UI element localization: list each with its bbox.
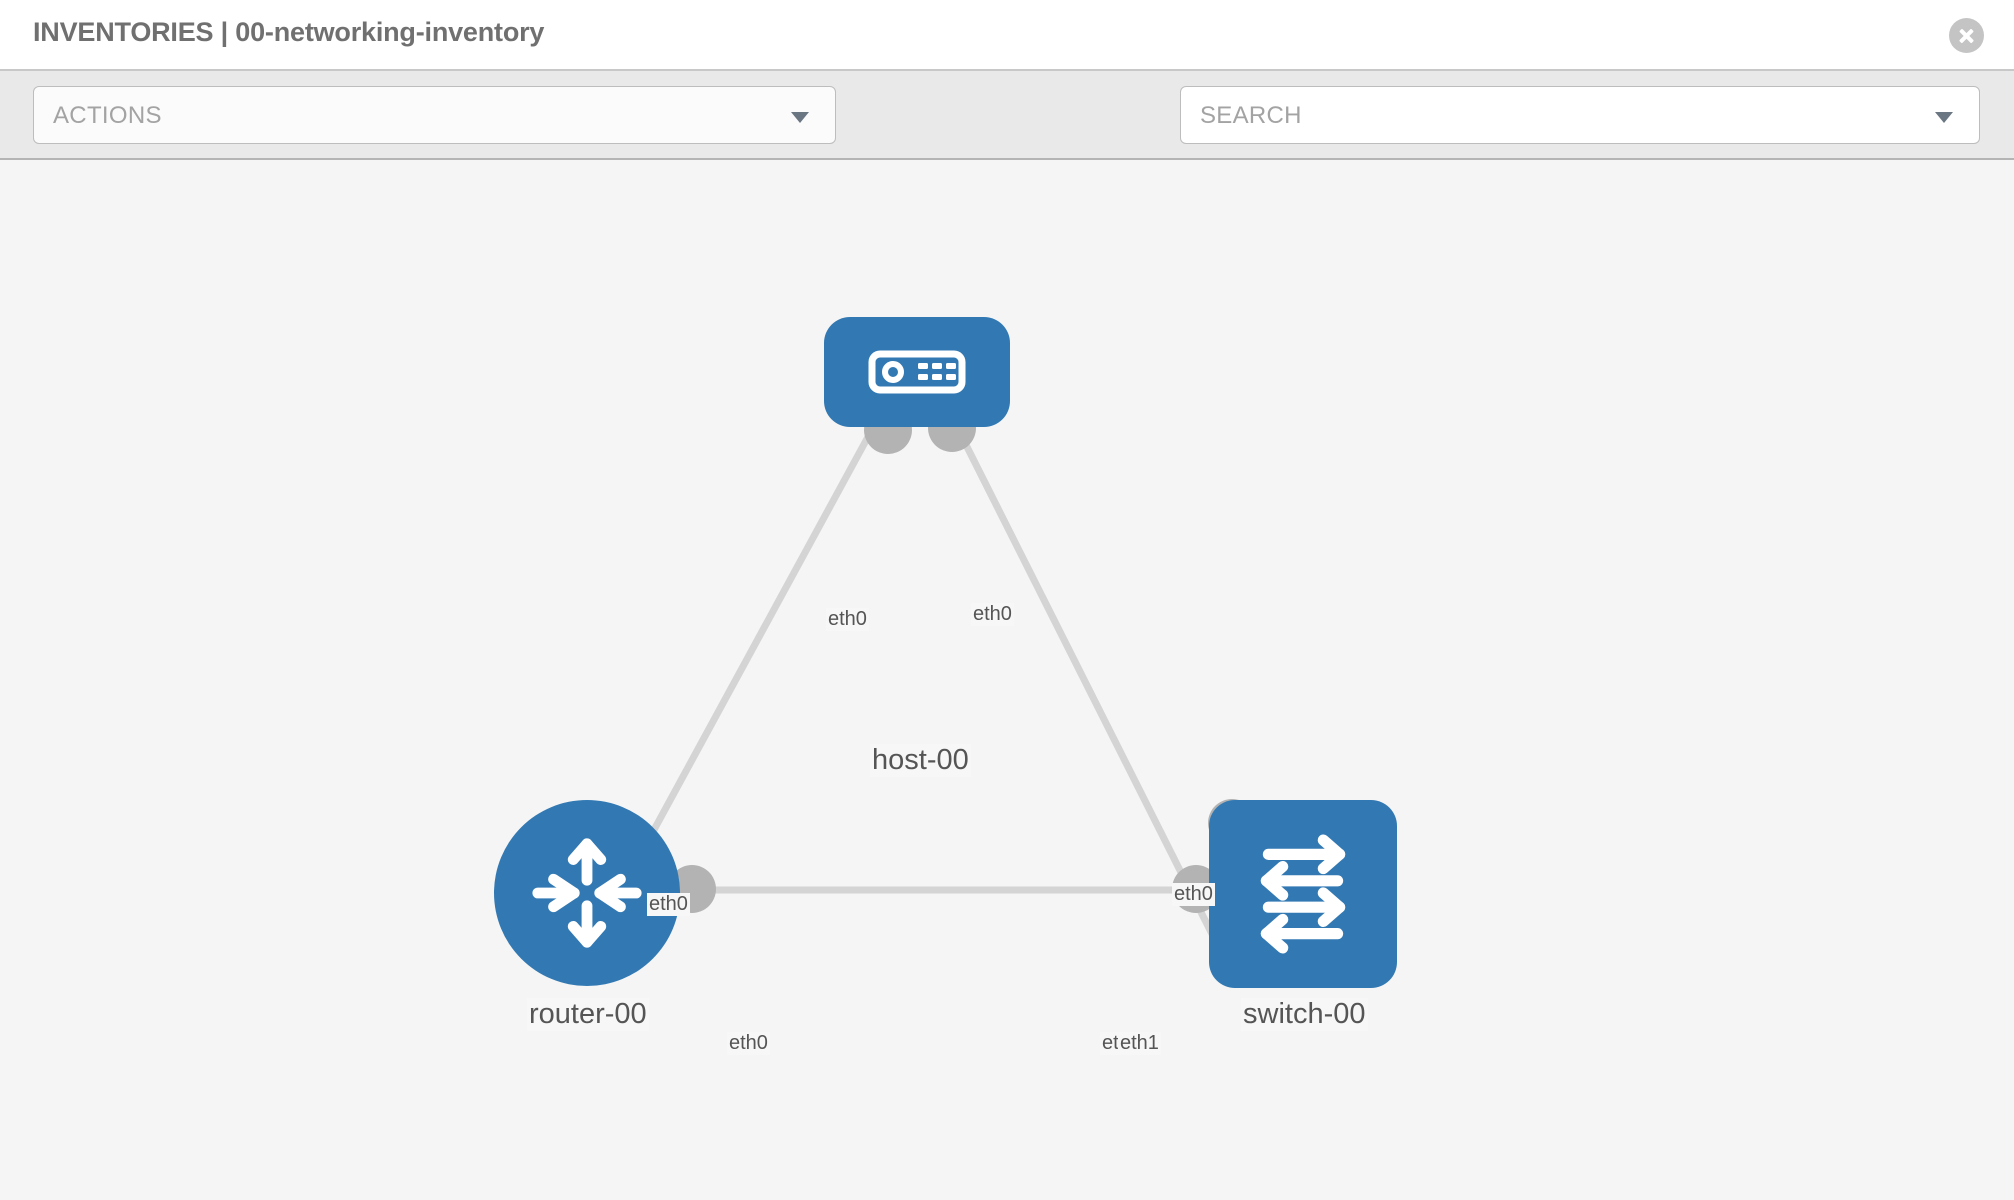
search-placeholder: SEARCH bbox=[1200, 102, 1302, 129]
node-host-00-label: host-00 bbox=[870, 744, 971, 777]
page-header: INVENTORIES | 00-networking-inventory bbox=[0, 0, 2014, 71]
actions-dropdown-label: ACTIONS bbox=[53, 102, 162, 129]
iface-label-host-left: eth0 bbox=[826, 608, 869, 631]
actions-dropdown[interactable]: ACTIONS bbox=[33, 86, 836, 144]
iface-label-router-mid: eth0 bbox=[727, 1032, 770, 1055]
topology-canvas[interactable]: host-00 router-00 bbox=[0, 160, 2014, 1200]
iface-label-router-up: eth0 bbox=[647, 893, 690, 916]
page-title: INVENTORIES | 00-networking-inventory bbox=[33, 17, 545, 47]
node-switch-00-shape[interactable] bbox=[1209, 800, 1397, 988]
edge-host-switch bbox=[946, 411, 1219, 942]
node-router-00-label: router-00 bbox=[527, 998, 649, 1031]
iface-label-host-right: eth0 bbox=[971, 603, 1014, 626]
iface-label-switch-up: eth0 bbox=[1172, 883, 1215, 906]
topology-edges bbox=[590, 404, 1256, 942]
node-host-00-shape[interactable] bbox=[824, 317, 1010, 427]
chevron-down-icon bbox=[1935, 112, 1953, 123]
node-switch-00-label: switch-00 bbox=[1241, 998, 1368, 1031]
router-arrows-icon bbox=[532, 838, 642, 948]
chevron-down-icon bbox=[791, 112, 809, 123]
close-icon[interactable] bbox=[1949, 18, 1984, 53]
toolbar: ACTIONS SEARCH bbox=[0, 71, 2014, 197]
port-connectors bbox=[668, 404, 1256, 913]
iface-label-switch-mid-b: eth1 bbox=[1118, 1032, 1161, 1055]
search-input[interactable]: SEARCH bbox=[1180, 86, 1980, 144]
switch-arrows-icon bbox=[1260, 834, 1346, 954]
server-icon bbox=[868, 350, 966, 394]
